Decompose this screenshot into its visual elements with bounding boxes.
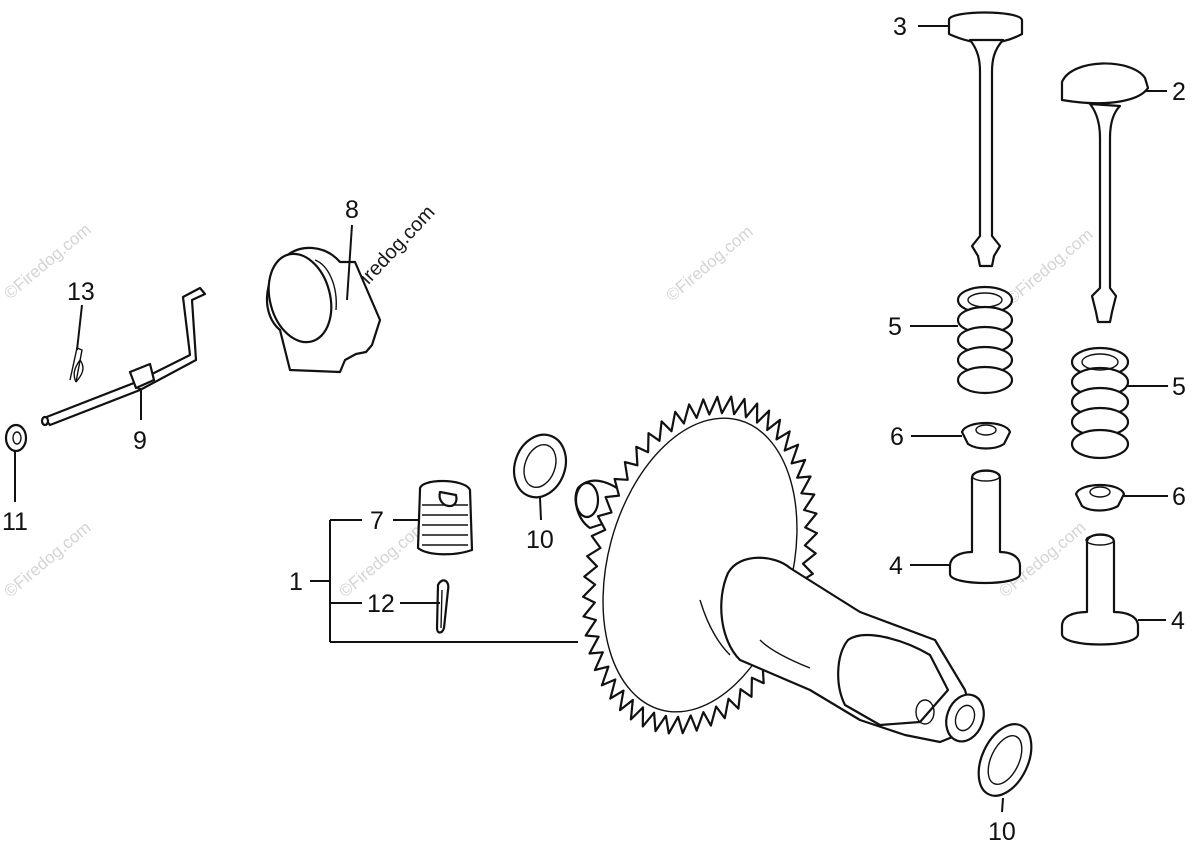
valve-part-2 bbox=[1060, 62, 1150, 324]
callout-5-right: 5 bbox=[1172, 373, 1186, 401]
callout-4-right: 4 bbox=[1171, 607, 1185, 635]
valve-spring-part-right bbox=[1070, 346, 1130, 460]
callout-11: 11 bbox=[2, 508, 28, 536]
hairpin-clip-part bbox=[69, 347, 84, 383]
watermark-3: ©Firedog.com bbox=[1002, 225, 1096, 308]
cam-weight-part bbox=[416, 480, 474, 556]
governor-shaft-part bbox=[40, 286, 207, 427]
callout-2: 2 bbox=[1172, 78, 1186, 106]
tappet-part-left bbox=[948, 469, 1022, 585]
callout-13: 13 bbox=[67, 278, 95, 306]
callout-1: 1 bbox=[289, 568, 303, 596]
callout-12: 12 bbox=[367, 590, 395, 618]
thrust-washer-part-2 bbox=[977, 723, 1033, 797]
callout-3: 3 bbox=[893, 13, 907, 41]
tappet-part-right bbox=[1060, 533, 1140, 646]
small-washer-part bbox=[4, 423, 28, 453]
thrust-washer-part-1 bbox=[512, 433, 568, 499]
callouts: 3 2 5 5 6 6 4 4 8 13 9 11 10 10 7 1 12 bbox=[2, 13, 1186, 846]
callout-8: 8 bbox=[345, 196, 359, 224]
leader-lines bbox=[14, 25, 1168, 813]
callout-6-right: 6 bbox=[1172, 483, 1186, 511]
callout-4-left: 4 bbox=[889, 552, 903, 580]
watermark-2: ©Firedog.com bbox=[662, 222, 756, 305]
valve-part-3 bbox=[947, 11, 1024, 268]
spring-retainer-part-left bbox=[960, 422, 1012, 450]
valve-spring-part-left bbox=[956, 285, 1014, 395]
callout-6-left: 6 bbox=[890, 423, 904, 451]
callout-5-left: 5 bbox=[888, 313, 902, 341]
callout-9: 9 bbox=[133, 427, 147, 455]
callout-10-upper: 10 bbox=[526, 526, 554, 554]
callout-7: 7 bbox=[370, 507, 384, 535]
spring-retainer-part-right bbox=[1074, 484, 1126, 512]
cotter-pin-part bbox=[435, 579, 450, 634]
cam-plate-part bbox=[265, 246, 382, 374]
callout-10-lower: 10 bbox=[988, 818, 1016, 846]
camshaft-gear-part bbox=[574, 395, 985, 744]
